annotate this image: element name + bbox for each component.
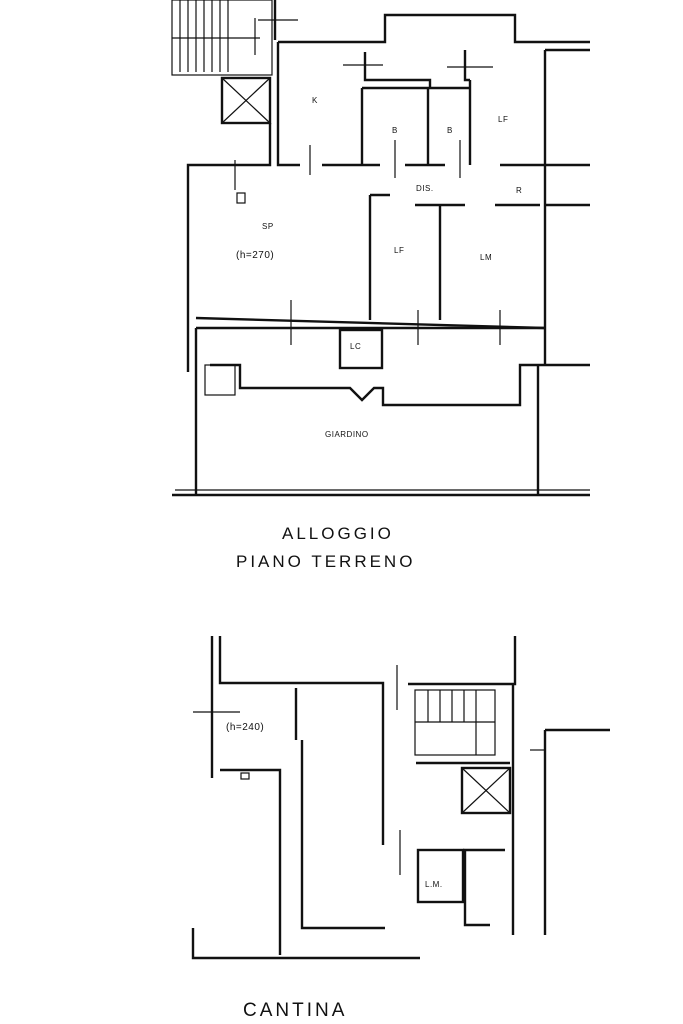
cellar-title: CANTINA <box>243 1000 348 1021</box>
room-label-bathroom-2: B <box>447 126 453 135</box>
elevator-icon <box>460 766 512 815</box>
cellar-height-label: (h=240) <box>226 722 265 733</box>
room-label-sp: SP <box>262 222 274 231</box>
room-label-dis: DIS. <box>416 184 434 193</box>
elevator-icon <box>220 76 272 125</box>
cellar-plan <box>191 636 610 960</box>
room-label-bathroom-1: B <box>392 126 398 135</box>
room-label-lc: LC <box>350 342 362 351</box>
room-label-giardino: GIARDINO <box>325 430 369 439</box>
stair-icon <box>171 0 298 76</box>
room-label-lm: LM <box>480 253 493 262</box>
ground-floor-title-line2: PIANO TERRENO <box>236 552 416 571</box>
room-label-r: R <box>516 186 523 195</box>
room-label-lf-top: LF <box>498 115 509 124</box>
room-height-sp: (h=270) <box>236 250 275 261</box>
room-label-cellar-lm: L.M. <box>425 880 443 889</box>
ground-floor-plan <box>171 0 590 497</box>
stair-icon <box>408 636 517 935</box>
room-label-lf-middle: LF <box>394 246 405 255</box>
room-label-k: K <box>312 96 318 105</box>
ground-floor-title-line1: ALLOGGIO <box>282 524 394 543</box>
